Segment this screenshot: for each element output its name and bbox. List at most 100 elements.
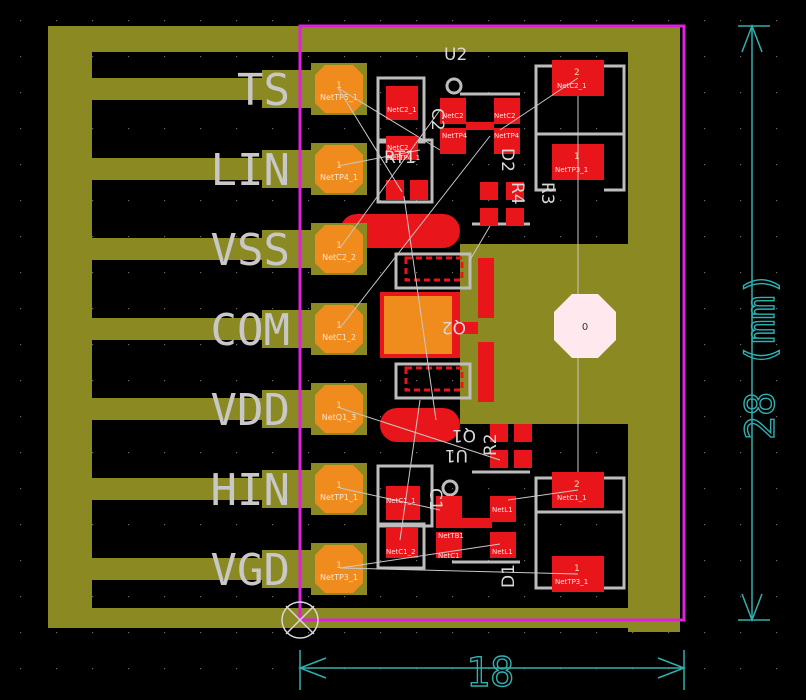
grid-dot xyxy=(776,416,778,418)
mounting-hole-label: 0 xyxy=(582,322,588,333)
grid-dot xyxy=(128,236,130,238)
grid-dot xyxy=(128,596,130,598)
grid-dot xyxy=(704,416,706,418)
test-point-net-label: NetTP1_1 xyxy=(320,493,358,502)
grid-dot xyxy=(20,128,22,130)
grid-dot xyxy=(236,668,238,670)
grid-dot xyxy=(344,128,346,130)
grid-dot xyxy=(128,308,130,310)
grid-dot xyxy=(20,524,22,526)
grid-dot xyxy=(164,20,166,22)
grid-dot xyxy=(380,560,382,562)
grid-dot xyxy=(560,524,562,526)
test-point-pads[interactable]: 1NetTP5_11NetTP4_11NetC2_21NetC1_21NetQ1… xyxy=(311,63,367,595)
grid-dot xyxy=(416,560,418,562)
grid-dot xyxy=(164,272,166,274)
grid-dot xyxy=(272,452,274,454)
pad-net-c2-bottom: NetC2_ xyxy=(387,144,413,152)
grid-dot xyxy=(20,632,22,634)
pad-net-u1-c: NetL1 xyxy=(492,506,513,514)
test-point-pin-number: 1 xyxy=(336,321,342,331)
grid-dot xyxy=(200,632,202,634)
pad-net-r2-bottom: NetTP3_1 xyxy=(555,578,588,586)
grid-dot xyxy=(164,524,166,526)
grid-dot xyxy=(164,668,166,670)
grid-dot xyxy=(776,380,778,382)
grid-dot xyxy=(776,200,778,202)
grid-dot xyxy=(236,344,238,346)
grid-dot xyxy=(452,488,454,490)
grid-dot xyxy=(92,128,94,130)
q2-tab-pad[interactable] xyxy=(384,296,452,354)
grid-dot xyxy=(308,200,310,202)
q-footprint-pins xyxy=(404,256,464,392)
grid-dot xyxy=(668,632,670,634)
grid-dot xyxy=(236,308,238,310)
grid-dot xyxy=(524,632,526,634)
connector-label-hin: HIN xyxy=(211,465,290,516)
origin-marker xyxy=(281,601,319,639)
grid-dot xyxy=(164,380,166,382)
grid-dot xyxy=(20,164,22,166)
grid-dot xyxy=(776,164,778,166)
grid-dot xyxy=(272,56,274,58)
grid-dot xyxy=(92,596,94,598)
refdes-q1: Q1 xyxy=(452,425,476,445)
grid-dot xyxy=(524,560,526,562)
grid-dot xyxy=(776,272,778,274)
grid-dot xyxy=(272,20,274,22)
grid-dot xyxy=(56,20,58,22)
grid-dot xyxy=(740,560,742,562)
refdes-c1: C1 xyxy=(425,488,445,511)
grid-dot xyxy=(524,164,526,166)
test-point-net-label: NetC1_2 xyxy=(322,333,356,342)
mounting-hole[interactable]: 0 xyxy=(554,294,616,358)
connector-label-lin: LIN xyxy=(211,145,290,196)
grid-dot xyxy=(740,236,742,238)
grid-dot xyxy=(704,344,706,346)
grid-dot xyxy=(452,596,454,598)
grid-dot xyxy=(380,128,382,130)
grid-dot xyxy=(92,344,94,346)
grid-dot xyxy=(740,380,742,382)
pad-net-rt1: NetTP4_1 xyxy=(387,154,420,162)
grid-dot xyxy=(272,200,274,202)
grid-dot xyxy=(560,236,562,238)
grid-dot xyxy=(488,20,490,22)
grid-dot xyxy=(668,20,670,22)
grid-dot xyxy=(704,272,706,274)
grid-dot xyxy=(740,272,742,274)
grid-dot xyxy=(596,632,598,634)
grid-dot xyxy=(164,632,166,634)
grid-dot xyxy=(560,200,562,202)
refdes-u1: U1 xyxy=(445,445,468,465)
test-point-net-label: NetTP3_1 xyxy=(320,573,358,582)
grid-dot xyxy=(92,308,94,310)
grid-dot xyxy=(380,164,382,166)
grid-dot xyxy=(776,56,778,58)
grid-dot xyxy=(236,200,238,202)
grid-dot xyxy=(596,524,598,526)
pad-net-u2-d: NetC2 xyxy=(494,112,516,120)
grid-dot xyxy=(200,380,202,382)
grid-dot xyxy=(416,128,418,130)
grid-dot xyxy=(92,20,94,22)
grid-dot xyxy=(740,344,742,346)
grid-dot xyxy=(236,128,238,130)
grid-dot xyxy=(272,596,274,598)
grid-dot xyxy=(236,380,238,382)
grid-dot xyxy=(236,524,238,526)
grid-dot xyxy=(488,596,490,598)
grid-dot xyxy=(92,380,94,382)
grid-dot xyxy=(308,632,310,634)
grid-dot xyxy=(200,668,202,670)
grid-dot xyxy=(704,236,706,238)
